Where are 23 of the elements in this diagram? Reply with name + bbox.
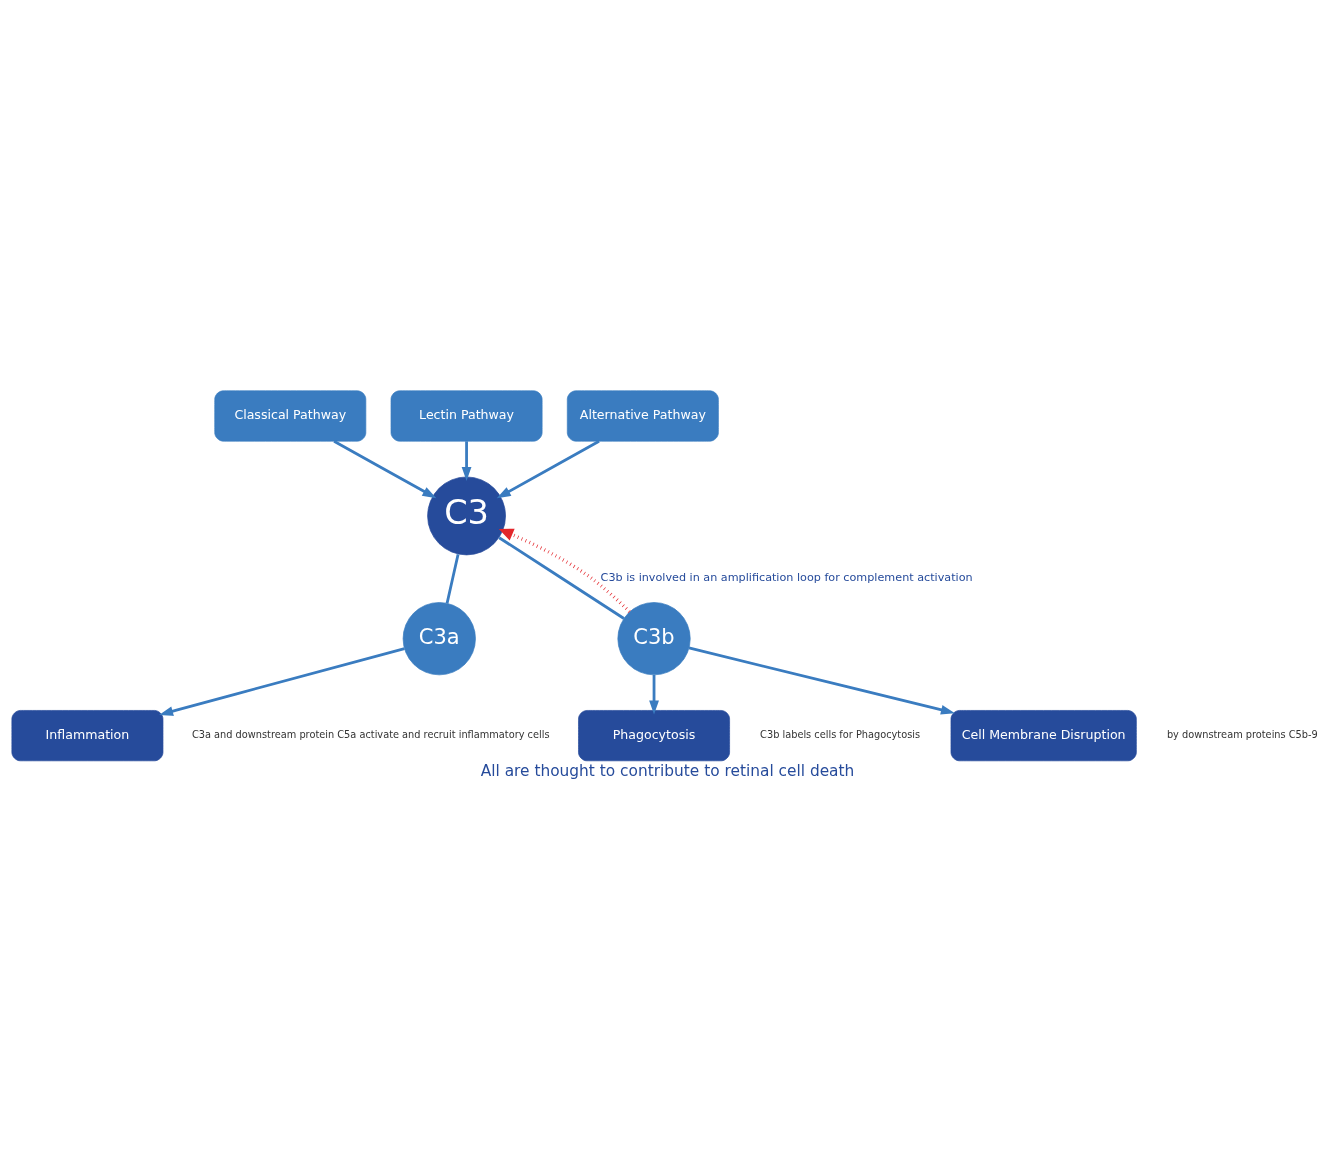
node-label: by downstream proteins C5b-9 <box>1166 728 1318 740</box>
arrow <box>649 674 659 715</box>
node-box: Inflammation <box>11 709 164 761</box>
node-label: C3a and downstream protein C5a activate and recruit inflammatory cells <box>191 728 550 740</box>
arrow <box>496 439 600 498</box>
node-label: C3b labels cells for Phagocytosis <box>760 728 921 740</box>
arrow <box>333 439 437 498</box>
connector <box>498 536 625 620</box>
node-circle: C3b <box>617 601 691 675</box>
node-box: Classical Pathway <box>214 389 367 441</box>
arrow <box>461 440 472 481</box>
connector <box>445 553 460 604</box>
node-circle: C3 <box>427 476 506 555</box>
node-box: Lectin Pathway <box>390 389 543 441</box>
arrow <box>688 646 955 715</box>
caption: All are thought to contribute to retinal cell death <box>480 761 855 780</box>
node-box: Cell Membrane Disruption <box>950 709 1137 761</box>
arrow <box>498 528 631 613</box>
arrow <box>159 646 405 716</box>
node-circle: C3a <box>402 601 476 675</box>
node-box: Alternative Pathway <box>566 389 719 441</box>
edge-label: C3b is involved in an amplification loop for complement activation <box>600 570 973 584</box>
node-box: Phagocytosis <box>578 709 730 761</box>
